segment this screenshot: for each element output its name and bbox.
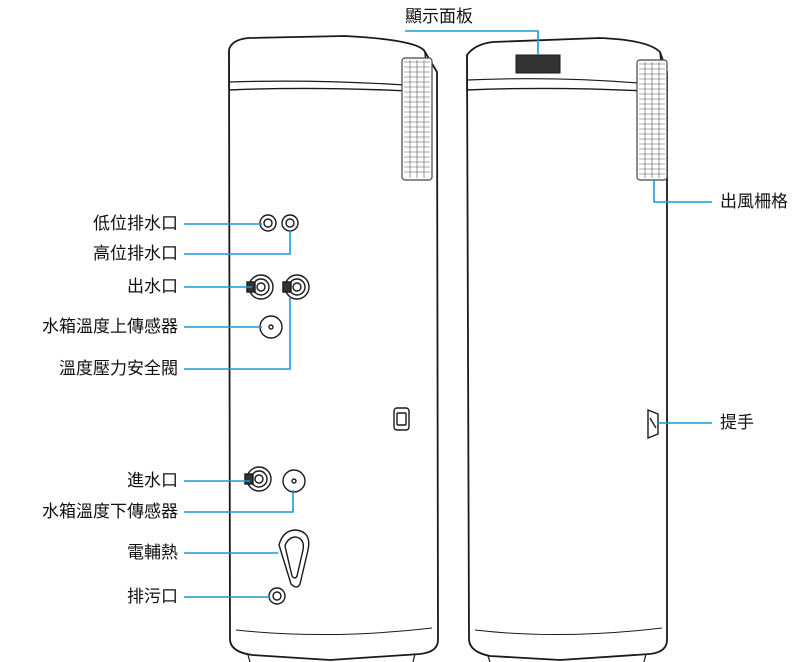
- front-view-unit: [466, 37, 668, 662]
- label-lower-temp-sensor: 水箱溫度下傳感器: [42, 502, 178, 522]
- leader-outlet-grille: [653, 180, 712, 203]
- low-drain-port: [259, 214, 277, 232]
- upper-sensor-port: [259, 315, 283, 339]
- electric-heater-cover: [278, 529, 310, 588]
- label-display-panel: 顯示面板: [405, 7, 473, 27]
- label-low-drain: 低位排水口: [93, 214, 178, 234]
- label-upper-temp-sensor: 水箱溫度上傳感器: [42, 317, 178, 337]
- leader-display-panel: [405, 30, 539, 55]
- leader-lines: [184, 30, 712, 598]
- label-tp-relief-valve: 溫度壓力安全閥: [59, 359, 178, 379]
- rear-grille: [401, 57, 433, 181]
- display-panel-window: [515, 54, 561, 74]
- label-electric-heater: 電輔熱: [127, 543, 178, 563]
- lower-sensor-port: [282, 469, 306, 493]
- rear-view-unit: [228, 35, 439, 662]
- front-grille: [636, 59, 668, 181]
- sewage-outlet-fitting: [268, 587, 286, 605]
- leader-high-drain: [184, 230, 291, 255]
- water-inlet-fitting: [244, 466, 272, 492]
- label-water-outlet: 出水口: [127, 277, 178, 297]
- label-handle: 提手: [720, 413, 754, 433]
- label-high-drain: 高位排水口: [93, 244, 178, 264]
- rear-fittings: [244, 214, 410, 605]
- label-water-inlet: 進水口: [127, 471, 178, 491]
- label-outlet-grille: 出風柵格: [720, 192, 788, 212]
- label-sewage-outlet: 排污口: [127, 587, 178, 607]
- high-drain-port: [281, 214, 299, 232]
- leader-tp-valve: [184, 298, 291, 370]
- rear-handle: [393, 407, 410, 431]
- leader-lower-sensor: [184, 490, 294, 513]
- tp-valve-fitting: [282, 274, 310, 300]
- front-handle: [647, 408, 659, 440]
